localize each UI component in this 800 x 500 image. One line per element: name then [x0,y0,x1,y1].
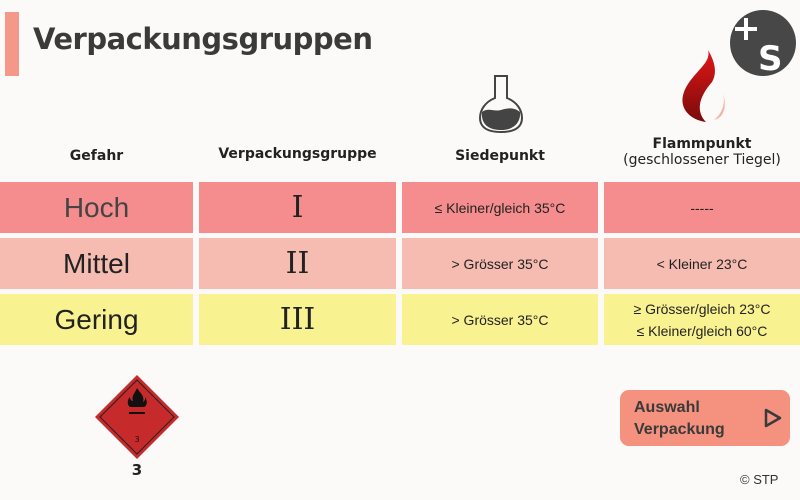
row-hoch-siedepunkt: ≤ Kleiner/gleich 35°C [402,182,598,233]
flame-icon [682,50,725,122]
header-flammpunkt: Flammpunkt (geschlossener Tiegel) [604,136,800,168]
row-mittel-gefahr: Mittel [0,238,193,289]
header-verpackungsgruppe: Verpackungsgruppe [218,146,377,162]
row-gering-gefahr: Gering [0,294,193,345]
row-hoch-flammpunkt: ----- [604,182,800,233]
svg-text:S: S [758,39,783,76]
row-gering-flammpunkt: ≥ Grösser/gleich 23°C ≤ Kleiner/gleich 6… [604,294,800,345]
title-accent-bar [5,12,19,76]
row-mittel-siedepunkt: > Grösser 35°C [402,238,598,289]
header-siedepunkt: Siedepunkt [455,148,545,164]
button-label-line2: Verpackung [634,421,725,438]
page-title: Verpackungsgruppen [33,22,373,56]
flask-icon [478,75,524,134]
hazard-inner-number: 3 [134,435,139,444]
hazard-class-3-flammable-icon: 3 [95,375,179,459]
logo-icon: S [730,10,796,76]
flammpunkt-line: ≤ Kleiner/gleich 60°C [636,322,768,339]
row-gering-siedepunkt: > Grösser 35°C [402,294,598,345]
row-mittel-gruppe: II [199,238,396,289]
hazard-class-number: 3 [131,461,143,479]
row-gering-gruppe: III [199,294,396,345]
row-hoch-gruppe: I [199,182,396,233]
play-arrow-icon [764,408,782,428]
button-label-line1: Auswahl [634,399,700,416]
row-hoch-gefahr: Hoch [0,182,193,233]
header-gefahr: Gefahr [69,148,124,164]
flammpunkt-line: ≥ Grösser/gleich 23°C [633,300,771,317]
button-label: Auswahl Verpackung [634,397,725,441]
header-flammpunkt-sub: (geschlossener Tiegel) [623,152,781,168]
header-flammpunkt-title: Flammpunkt [652,136,752,152]
auswahl-verpackung-button[interactable]: Auswahl Verpackung [620,390,790,446]
copyright: © STP [740,472,779,487]
row-mittel-flammpunkt: < Kleiner 23°C [604,238,800,289]
